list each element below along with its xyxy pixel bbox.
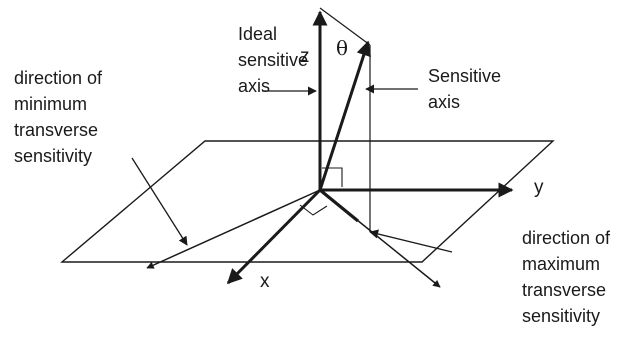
sensitive-axis-arrow [318, 40, 371, 191]
min-transverse-leader [131, 157, 188, 246]
ideal-axis-label: Ideal sensitive axis [238, 24, 313, 96]
transverse-direction-back [146, 189, 321, 269]
sensitive-axis-label: Sensitive axis [428, 66, 506, 112]
x-axis-label: x [260, 271, 270, 292]
right-angle-marker-lower [299, 204, 328, 216]
z-axis-label: z [300, 46, 310, 67]
transverse-plane [60, 140, 555, 263]
max-transverse-label: direction of maximum transverse sensitiv… [522, 228, 615, 326]
x-axis-arrow [226, 188, 322, 285]
min-transverse-label: direction of minimum transverse sensitiv… [14, 68, 107, 166]
y-axis-label: y [534, 177, 544, 198]
transverse-direction-front-segment [318, 188, 360, 223]
max-transverse-leader [369, 229, 453, 253]
theta-angle-label: θ [336, 36, 348, 60]
sensitive-plane-top-edge [319, 7, 371, 46]
